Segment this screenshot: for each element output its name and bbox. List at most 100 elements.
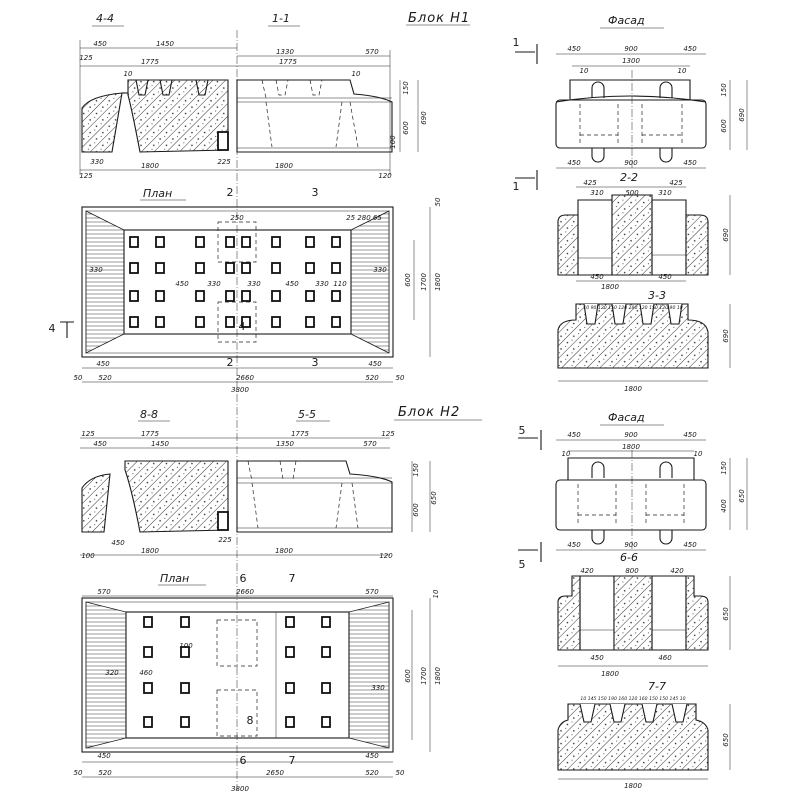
dimension-label: 150 bbox=[402, 81, 410, 95]
dimension-label: 110 bbox=[333, 280, 347, 288]
dimension-label: 650 bbox=[430, 491, 438, 505]
section-8-8-label: 8-8 bbox=[140, 408, 158, 421]
section-4-4-label: 4-4 bbox=[96, 12, 114, 25]
dimension-label: 600 bbox=[402, 121, 410, 135]
dimension-label: 1800 bbox=[601, 283, 619, 291]
dimension-label: 100 bbox=[81, 552, 95, 560]
anchor-hole bbox=[271, 316, 281, 328]
section-marker-label: 1 bbox=[513, 36, 520, 49]
section-marker-label: 6 bbox=[240, 572, 247, 585]
dimension-label: 320 bbox=[105, 669, 119, 677]
dimension-label: 900 bbox=[624, 45, 638, 53]
dimension-label: 600 bbox=[404, 669, 412, 683]
dimension-label: 1800 bbox=[624, 385, 642, 393]
dimension-label: 900 bbox=[624, 159, 638, 167]
dimension-label: 600 bbox=[720, 119, 728, 133]
plan-h1-title: План bbox=[143, 187, 172, 200]
anchor-hole bbox=[331, 290, 341, 302]
dimension-label: 10 bbox=[124, 70, 133, 78]
dimension-label: 400 bbox=[720, 499, 728, 513]
dimension-label: 120 bbox=[378, 172, 392, 180]
dimension-label: 650 bbox=[722, 733, 730, 747]
section-2-2-drawing bbox=[557, 186, 731, 282]
anchor-hole bbox=[155, 236, 165, 248]
dimension-label: 900 bbox=[624, 431, 638, 439]
dimension-label: 150 bbox=[412, 463, 420, 477]
dimension-label: 225 bbox=[217, 158, 231, 166]
anchor-hole bbox=[143, 682, 153, 694]
dimension-label: 1450 bbox=[156, 40, 174, 48]
dimension-label: 460 bbox=[658, 654, 672, 662]
anchor-hole bbox=[305, 316, 315, 328]
dimension-label: 650 bbox=[722, 607, 730, 621]
section-marker-label: 8 bbox=[247, 714, 254, 727]
section-1-marker bbox=[515, 44, 538, 190]
dimension-label: 2660 bbox=[236, 588, 254, 596]
dimension-label: 50 bbox=[396, 769, 405, 777]
section-marker-label: 7 bbox=[289, 572, 296, 585]
dimension-label: 1775 bbox=[141, 58, 159, 66]
dimension-label: 10 bbox=[580, 67, 589, 75]
dimension-label: 450 bbox=[567, 45, 581, 53]
dimension-label: 10 145 150 190 160 120 160 150 150 145 1… bbox=[580, 696, 685, 702]
dimension-label: 1350 bbox=[276, 440, 294, 448]
section-marker-label: 4 bbox=[239, 320, 246, 333]
dimension-label: 520 bbox=[365, 374, 379, 382]
dimension-label: 1700 bbox=[420, 273, 428, 291]
section-marker-label: 3 bbox=[312, 356, 319, 369]
dimension-label: 570 bbox=[97, 588, 111, 596]
dimension-label: 25 280 65 bbox=[346, 214, 382, 222]
dimension-label: 520 bbox=[365, 769, 379, 777]
anchor-hole bbox=[285, 646, 295, 658]
dimension-label: 50 bbox=[396, 374, 405, 382]
dimension-label: 10 bbox=[562, 450, 571, 458]
dimension-label: 3800 bbox=[231, 386, 249, 394]
section-1-1-label: 1-1 bbox=[272, 12, 290, 25]
anchor-hole bbox=[321, 682, 331, 694]
dimension-label: 10 bbox=[432, 589, 440, 598]
dimension-label: 450 bbox=[567, 541, 581, 549]
anchor-hole bbox=[271, 236, 281, 248]
dimension-label: 450 bbox=[175, 280, 189, 288]
anchor-hole bbox=[331, 236, 341, 248]
anchor-hole bbox=[225, 262, 235, 274]
section-marker-label: 5 bbox=[519, 558, 526, 571]
section-marker-label: 1 bbox=[513, 180, 520, 193]
anchor-hole bbox=[195, 316, 205, 328]
dimension-label: 1450 bbox=[151, 440, 169, 448]
dimension-label: 100 bbox=[389, 135, 397, 149]
section-7-7-label: 7-7 bbox=[648, 680, 666, 693]
dimension-label: 2650 bbox=[266, 769, 284, 777]
anchor-hole bbox=[241, 290, 251, 302]
dimension-label: 900 bbox=[624, 541, 638, 549]
section-5-marker bbox=[518, 430, 542, 562]
dimension-label: 1800 bbox=[141, 162, 159, 170]
dimension-label: 650 bbox=[738, 489, 746, 503]
anchor-hole bbox=[331, 316, 341, 328]
dimension-label: 50 bbox=[74, 769, 83, 777]
dimension-label: 420 bbox=[670, 567, 684, 575]
block-h1-title: Блок Н1 bbox=[408, 11, 470, 26]
h1-plan-drawing bbox=[60, 206, 431, 383]
dimension-label: 330 bbox=[315, 280, 329, 288]
anchor-hole bbox=[195, 262, 205, 274]
dimension-label: 1700 bbox=[420, 667, 428, 685]
dimension-label: 1800 bbox=[622, 443, 640, 451]
section-marker-label: 6 bbox=[240, 754, 247, 767]
dimension-label: 10 bbox=[678, 67, 687, 75]
section-5-5-label: 5-5 bbox=[298, 408, 316, 421]
dimension-label: 450 bbox=[93, 440, 107, 448]
dimension-label: 1775 bbox=[279, 58, 297, 66]
dimension-label: 570 bbox=[363, 440, 377, 448]
anchor-hole bbox=[225, 236, 235, 248]
section-3-3-label: 3-3 bbox=[648, 289, 666, 302]
anchor-hole bbox=[305, 290, 315, 302]
dimension-label: 450 bbox=[97, 752, 111, 760]
dimension-label: 1800 bbox=[601, 670, 619, 678]
section-marker-label: 3 bbox=[312, 186, 319, 199]
dimension-label: 310 bbox=[658, 189, 672, 197]
dimension-label: 450 bbox=[658, 273, 672, 281]
dimension-label: 450 bbox=[368, 360, 382, 368]
dimension-label: 2660 bbox=[236, 374, 254, 382]
